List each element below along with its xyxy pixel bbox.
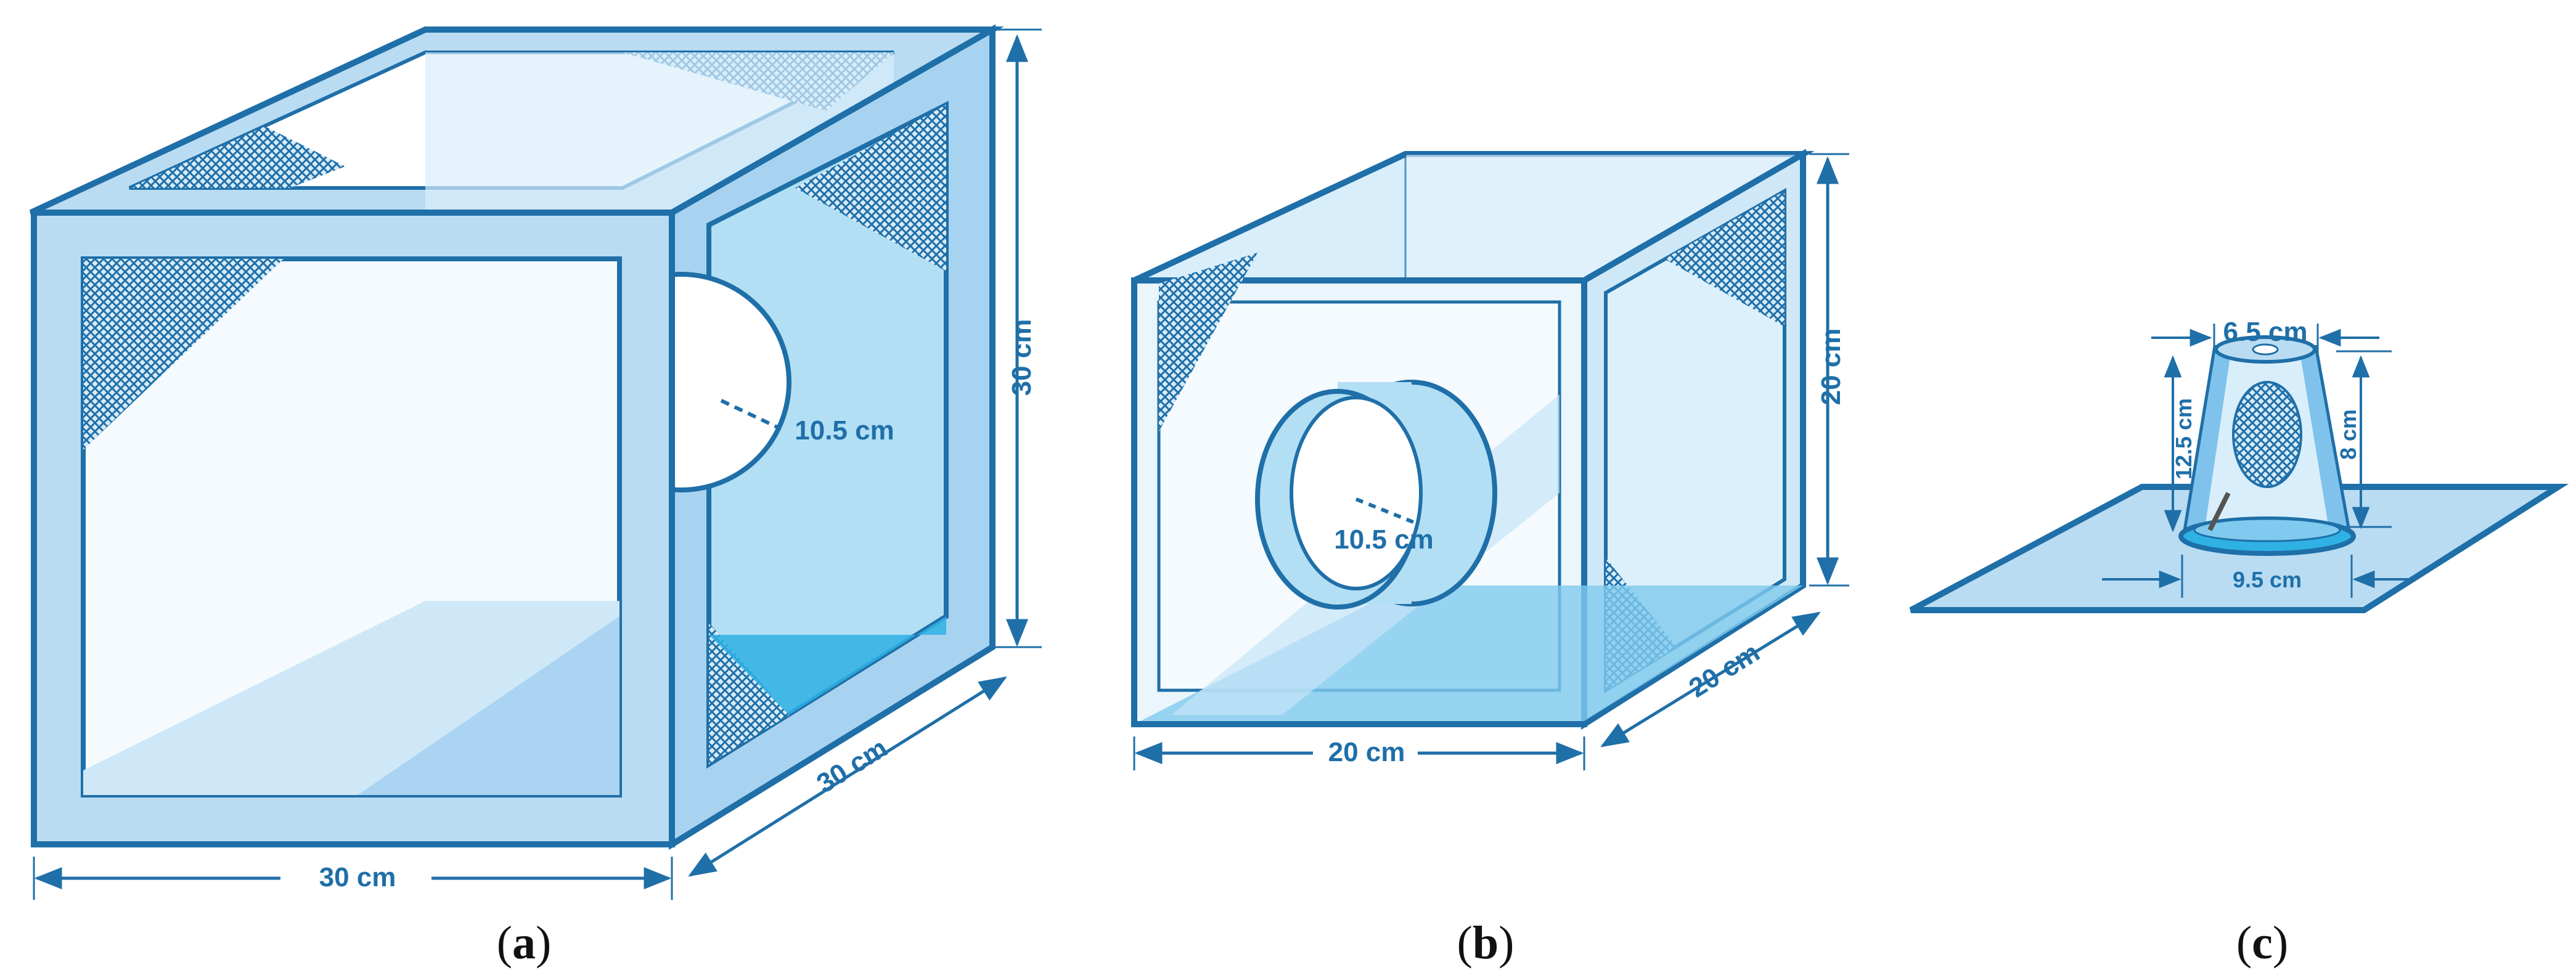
cage-b-front-mesh xyxy=(1159,253,1257,431)
feeder-c-cup-top-hole xyxy=(2252,343,2279,356)
caption-b: (b) xyxy=(1457,917,1515,969)
feeder-c-cup-side-left xyxy=(2185,348,2231,536)
feeder-c-top-label: 6.5 cm xyxy=(2223,317,2308,347)
cage-a-top-mesh-left xyxy=(129,126,345,188)
cage-b-depth-dim xyxy=(1600,611,1821,748)
feeder-c-cup-side-right xyxy=(2299,348,2349,536)
cage-a-height-label: 30 cm xyxy=(1007,319,1037,396)
feeder-c-base-label: 9.5 cm xyxy=(2233,567,2302,592)
feeder-c: 6.5 cm 12.5 cm 8 cm 9.5 cm (c) xyxy=(1909,317,2569,969)
feeder-c-window-label: 8 cm xyxy=(2336,409,2361,460)
cage-a-depth-dim xyxy=(688,676,1007,877)
cage-b: 20 cm 20 cm 20 cm 10.5 cm (b) xyxy=(1131,149,1849,969)
feeder-c-dish-inner xyxy=(2193,518,2341,542)
caption-c: (c) xyxy=(2236,917,2288,969)
feeder-c-height-label: 12.5 cm xyxy=(2171,398,2196,479)
cage-b-tunnel-opening xyxy=(1290,396,1423,590)
cage-a-front-reflection xyxy=(358,616,619,795)
feeder-c-stick xyxy=(2207,492,2231,531)
caption-a: (a) xyxy=(497,917,552,969)
cage-a-front-mesh xyxy=(83,259,284,450)
cage-b-side-mesh-top xyxy=(1664,191,1785,327)
cage-a-side-mesh-top xyxy=(795,105,946,271)
cage-b-width-label: 20 cm xyxy=(1328,737,1405,767)
cage-b-hole-label: 10.5 cm xyxy=(1334,524,1433,555)
cage-a: 30 cm 30 cm 30 cm 10.5 cm (a) xyxy=(29,24,1042,969)
feeder-c-mesh-window xyxy=(2232,381,2302,488)
cage-a-hole-label: 10.5 cm xyxy=(795,415,894,446)
cage-a-hole-radius xyxy=(720,399,781,430)
cage-b-hole-radius xyxy=(1355,497,1419,526)
cage-b-height-label: 20 cm xyxy=(1816,328,1846,406)
cage-a-width-label: 30 cm xyxy=(319,862,396,892)
